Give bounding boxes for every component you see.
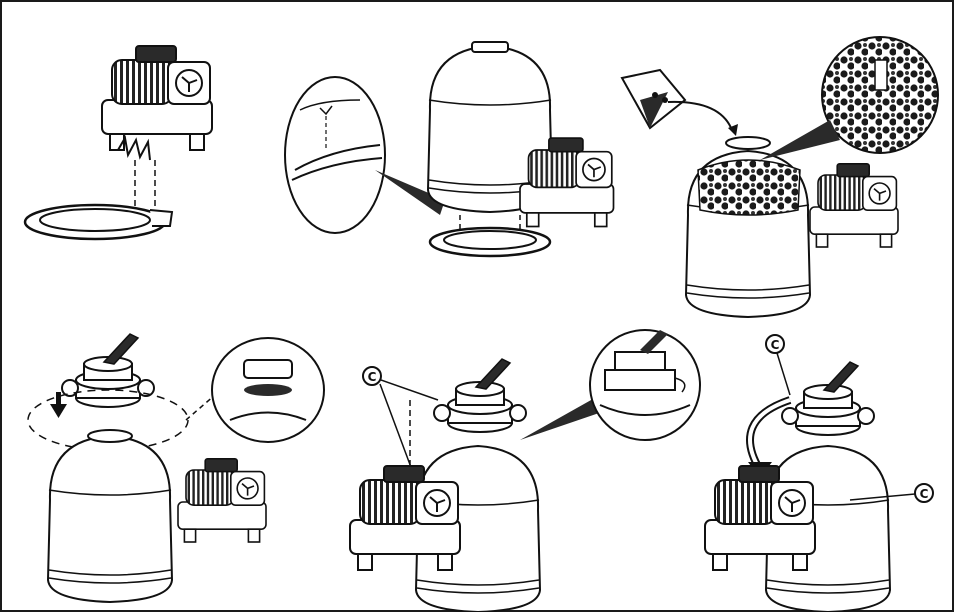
- down-arrow-icon: [50, 392, 67, 418]
- pump-icon: [349, 465, 461, 571]
- pump-icon: [101, 45, 213, 151]
- step-2-tank-on-base: [284, 41, 615, 258]
- base-ring-icon: [23, 203, 174, 241]
- sand-bag-icon: [620, 68, 687, 130]
- label-c-text: C: [771, 338, 780, 352]
- label-c-badge: C: [914, 483, 934, 503]
- step-6-hoses: C C: [704, 334, 934, 613]
- label-c-text: C: [920, 487, 929, 501]
- step-1-pump-and-base: [23, 45, 213, 241]
- step-4-lower-valve: [27, 333, 325, 603]
- seal-magnifier-icon: [211, 337, 325, 443]
- media-magnifier-icon: [760, 36, 939, 160]
- label-c-text: C: [368, 370, 377, 384]
- step-5-clamp: C: [349, 329, 701, 613]
- magnifier-detail-icon: [284, 76, 445, 234]
- pour-arrow-icon: [667, 100, 733, 131]
- pump-icon: [704, 465, 816, 571]
- tank-icon: [47, 435, 173, 603]
- pump-feet-icon: [117, 135, 151, 161]
- filter-media-icon: [697, 159, 801, 216]
- clamp-magnifier-icon: [589, 329, 701, 441]
- step-3-fill-media: [620, 36, 939, 318]
- pump-icon: [809, 163, 899, 248]
- label-c-badge: C: [362, 366, 382, 386]
- base-ring-icon: [428, 226, 552, 258]
- label-c-badge: C: [765, 334, 785, 354]
- pump-icon: [519, 137, 615, 228]
- pump-icon: [177, 457, 267, 543]
